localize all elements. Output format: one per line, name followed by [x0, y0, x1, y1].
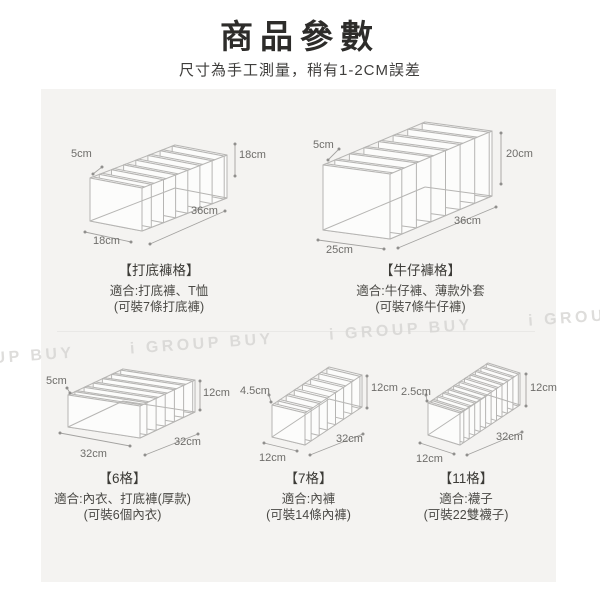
height-label: 12cm	[203, 387, 230, 399]
caption-capacity: (可裝6個內衣)	[83, 508, 162, 522]
length-label: 32cm	[336, 433, 363, 445]
storage-box-wireframe	[262, 366, 369, 457]
product-six-grid: 5cm 12cm 32cm 32cm 【6格】 適合:內衣、打底褲(厚款) (可…	[30, 358, 235, 523]
storage-box-wireframe	[58, 368, 202, 457]
box-diagram: 5cm 20cm 36cm 25cm	[310, 118, 565, 260]
box-diagram: 2.5cm 12cm 32cm 12cm	[400, 358, 590, 468]
measurement-note: 尺寸為手工測量，稍有1-2CM誤差	[178, 62, 421, 79]
storage-box-wireframe	[418, 362, 528, 457]
slot-width-label: 4.5cm	[240, 385, 270, 397]
product-caption: 【牛仔褲格】 適合:牛仔褲、薄款外套 (可裝7條牛仔褲)	[293, 262, 548, 315]
slot-width-label: 5cm	[71, 148, 92, 160]
divider-line	[57, 331, 535, 332]
caption-title: 【6格】	[98, 471, 147, 486]
box-diagram: 5cm 18cm 36cm 18cm	[55, 118, 305, 260]
height-label: 20cm	[506, 148, 533, 160]
caption-capacity: (可裝14條內褲)	[266, 508, 351, 522]
height-label: 18cm	[239, 149, 266, 161]
caption-title: 【11格】	[438, 471, 494, 486]
depth-label: 12cm	[259, 452, 286, 464]
product-jeans-grid: 5cm 20cm 36cm 25cm 【牛仔褲格】 適合:牛仔褲、薄款外套 (可…	[310, 118, 565, 315]
storage-box-wireframe	[83, 142, 237, 246]
height-label: 12cm	[371, 382, 398, 394]
caption-fit: 適合:牛仔褲、薄款外套	[356, 284, 485, 298]
product-eleven-grid: 2.5cm 12cm 32cm 12cm 【11格】 適合:襪子 (可裝22雙襪…	[400, 358, 590, 523]
depth-label: 12cm	[416, 453, 443, 465]
length-label: 32cm	[496, 431, 523, 443]
box-diagram: 5cm 12cm 32cm 32cm	[30, 358, 235, 468]
length-label: 32cm	[174, 436, 201, 448]
page-title: 商品參數	[220, 18, 380, 55]
slot-width-label: 5cm	[313, 139, 334, 151]
slot-width-label: 5cm	[46, 375, 67, 387]
box-diagram: 4.5cm 12cm 32cm 12cm	[235, 358, 410, 468]
caption-capacity: (可裝7條牛仔褲)	[375, 300, 466, 314]
depth-label: 18cm	[93, 235, 120, 247]
slot-width-label: 2.5cm	[401, 386, 431, 398]
product-seven-grid: 4.5cm 12cm 32cm 12cm 【7格】 適合:內褲 (可裝14條內褲…	[235, 358, 410, 523]
caption-fit: 適合:內衣、打底褲(厚款)	[54, 492, 191, 506]
length-label: 36cm	[454, 215, 481, 227]
storage-box-wireframe	[316, 121, 503, 251]
length-label: 36cm	[191, 205, 218, 217]
depth-label: 32cm	[80, 448, 107, 460]
caption-capacity: (可裝7條打底褲)	[113, 300, 205, 314]
caption-capacity: (可裝22雙襪子)	[423, 508, 509, 522]
caption-fit: 適合:襪子	[439, 492, 493, 506]
product-legging-grid: 5cm 18cm 36cm 18cm 【打底褲格】 適合:打底褲、T恤 (可裝7…	[55, 118, 305, 315]
height-label: 12cm	[530, 382, 557, 394]
product-caption: 【6格】 適合:內衣、打底褲(厚款) (可裝6個內衣)	[20, 470, 225, 523]
product-caption: 【7格】 適合:內褲 (可裝14條內褲)	[221, 470, 396, 523]
product-caption: 【11格】 適合:襪子 (可裝22雙襪子)	[371, 470, 561, 523]
depth-label: 25cm	[326, 244, 353, 256]
caption-title: 【打底褲格】	[118, 263, 200, 278]
product-caption: 【打底褲格】 適合:打底褲、T恤 (可裝7條打底褲)	[34, 262, 284, 315]
caption-title: 【7格】	[284, 471, 333, 486]
caption-fit: 適合:內褲	[281, 492, 336, 506]
caption-fit: 適合:打底褲、T恤	[109, 284, 209, 298]
caption-title: 【牛仔褲格】	[380, 263, 461, 278]
